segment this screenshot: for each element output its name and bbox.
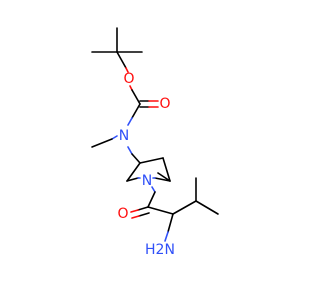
bond-amide-co-2a bbox=[138, 212, 150, 217]
bond-ring-c4-c5 bbox=[162, 157, 171, 182]
bond-n-amide-b bbox=[147, 191, 156, 208]
bond-ring-c5-n-a bbox=[157, 172, 171, 182]
bond-beta-methyl-right bbox=[195, 200, 219, 215]
bond-amide-co-1b bbox=[130, 209, 139, 213]
bond-amide-co-2b bbox=[131, 215, 140, 219]
atom-carbamate-carbonyl-oxygen: O bbox=[159, 96, 170, 112]
bond-carbonyl-n-b bbox=[127, 117, 133, 126]
bond-n-methyl-a bbox=[111, 135, 118, 140]
bond-ring-c3-c4 bbox=[139, 157, 164, 164]
bond-n-amide-a bbox=[151, 186, 156, 193]
bond-ring-c2-n bbox=[126, 177, 139, 182]
atom-amide-carbonyl-oxygen: O bbox=[117, 206, 128, 222]
bond-n-ring-b bbox=[131, 153, 141, 164]
atom-carbamate-nitrogen: N bbox=[119, 128, 129, 144]
bond-alpha-amine-b bbox=[164, 231, 169, 242]
atom-amine: H2N bbox=[145, 242, 175, 258]
bond-n-ring-a bbox=[127, 146, 133, 155]
bond-tbu-o bbox=[116, 51, 127, 69]
bond-ring-c3-c2 bbox=[126, 162, 141, 182]
atom-ring-nitrogen: N bbox=[142, 173, 152, 189]
bond-n-methyl-b bbox=[91, 138, 113, 148]
bond-o-carbonyl-b bbox=[131, 89, 141, 105]
bond-o-tbu-half bbox=[125, 67, 129, 73]
bond-carbonyl-n-a bbox=[131, 103, 141, 119]
structural-formula: O O N N O H2N bbox=[91, 27, 219, 258]
bond-amide-alpha bbox=[147, 206, 174, 215]
bond-alpha-amine-a bbox=[167, 213, 174, 233]
bond-alpha-beta bbox=[172, 200, 197, 215]
atom-ester-oxygen: O bbox=[123, 71, 134, 87]
bond-amide-co-1a bbox=[137, 206, 149, 211]
bond-ring-c5-n bbox=[154, 177, 171, 182]
